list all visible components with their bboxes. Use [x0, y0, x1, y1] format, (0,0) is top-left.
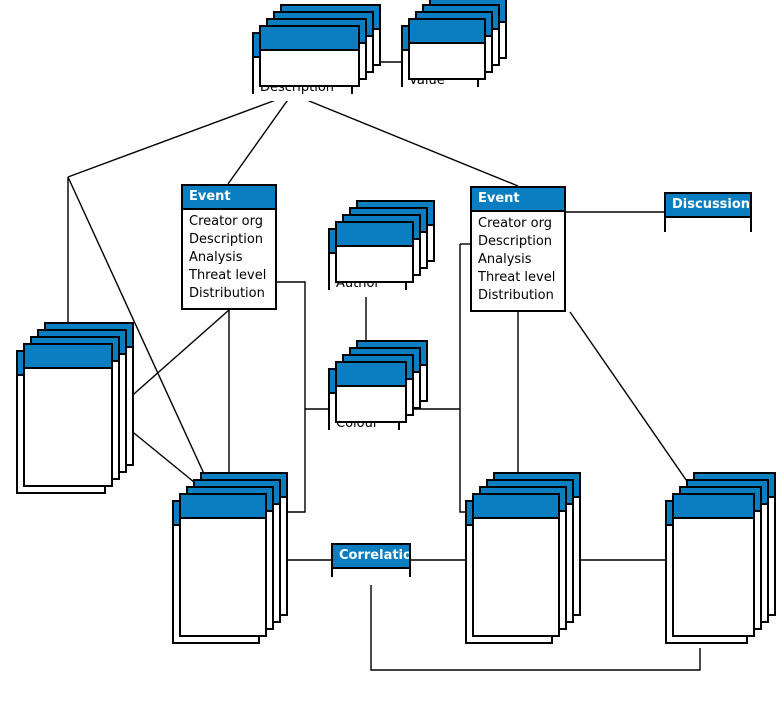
class-box-stack-copy — [259, 25, 360, 87]
class-box-title-discussion: Discussion — [666, 194, 750, 218]
stack-copy-header — [410, 20, 484, 44]
class-box-empty-body-correlation — [333, 569, 409, 585]
class-field: Distribution — [478, 288, 554, 303]
class-box-stack-copy — [408, 18, 486, 80]
class-box-tag[interactable]: TagNameColour — [328, 340, 428, 437]
class-box-title-event-right: Event — [472, 188, 564, 212]
class-field: Creator org — [189, 214, 263, 229]
class-field: Creator org — [478, 216, 552, 231]
class-box-empty-body-discussion — [666, 218, 750, 234]
class-field: Description — [478, 234, 553, 249]
edge-eventleft-tag — [277, 281, 328, 410]
class-box-correlation[interactable]: Correlation — [331, 543, 411, 585]
edge-rightbus-vertical — [459, 244, 465, 513]
class-box-stack-copy — [23, 343, 113, 487]
class-box-title-event-left: Event — [183, 186, 275, 210]
stack-copy-header — [674, 495, 753, 519]
class-field: Analysis — [189, 250, 243, 265]
stack-copy-header — [337, 223, 412, 247]
class-box-title-correlation: Correlation — [333, 545, 409, 569]
class-field: Threat level — [189, 268, 267, 283]
stack-copy-header — [474, 495, 558, 519]
class-box-stack-copy — [335, 221, 414, 283]
class-box-galaxy-cluster[interactable]: Galaxy-clusterNameDescription — [252, 4, 381, 101]
class-box-stack-copy — [672, 493, 755, 637]
class-field: Description — [189, 232, 264, 247]
class-box-stack-copy — [179, 493, 267, 637]
class-box-taxonomies[interactable]: TaxonomiesNamespaceAuthor — [328, 200, 435, 297]
class-field: Analysis — [478, 252, 532, 267]
class-box-front-correlation[interactable]: Correlation — [331, 543, 411, 585]
edge-galaxy-fan-right — [291, 93, 519, 187]
class-box-attribute-right[interactable]: AttributeValueCategoryTypeIDSCommentDist… — [465, 472, 581, 644]
stack-copy-header — [261, 27, 358, 51]
class-box-element[interactable]: ElementKeyValue — [401, 0, 507, 94]
edge-eventright-proposal — [569, 311, 701, 501]
class-field: Distribution — [189, 286, 265, 301]
class-field: Threat level — [478, 270, 556, 285]
class-box-front-discussion[interactable]: Discussion — [664, 192, 752, 234]
edge-objects-eventleft — [117, 309, 230, 409]
stack-copy-header — [25, 345, 111, 369]
class-box-proposal[interactable]: ProposalValueCategoryTypeIDSCommentOrg — [665, 472, 776, 644]
class-box-discussion[interactable]: Discussion — [664, 192, 752, 234]
edge-galaxy-fan-mid — [227, 93, 293, 185]
edge-galaxy-fan-left — [67, 93, 293, 178]
stack-copy-header — [181, 495, 265, 519]
class-box-stack-copy — [472, 493, 560, 637]
class-box-stack-copy — [335, 361, 407, 423]
class-box-objects[interactable]: ObjectsValueCategoryTypeIDSCommentDistri… — [16, 322, 134, 494]
class-box-attribute-left[interactable]: AttributeValueCategoryTypeIDSCommentDist… — [172, 472, 288, 644]
stack-copy-header — [337, 363, 405, 387]
